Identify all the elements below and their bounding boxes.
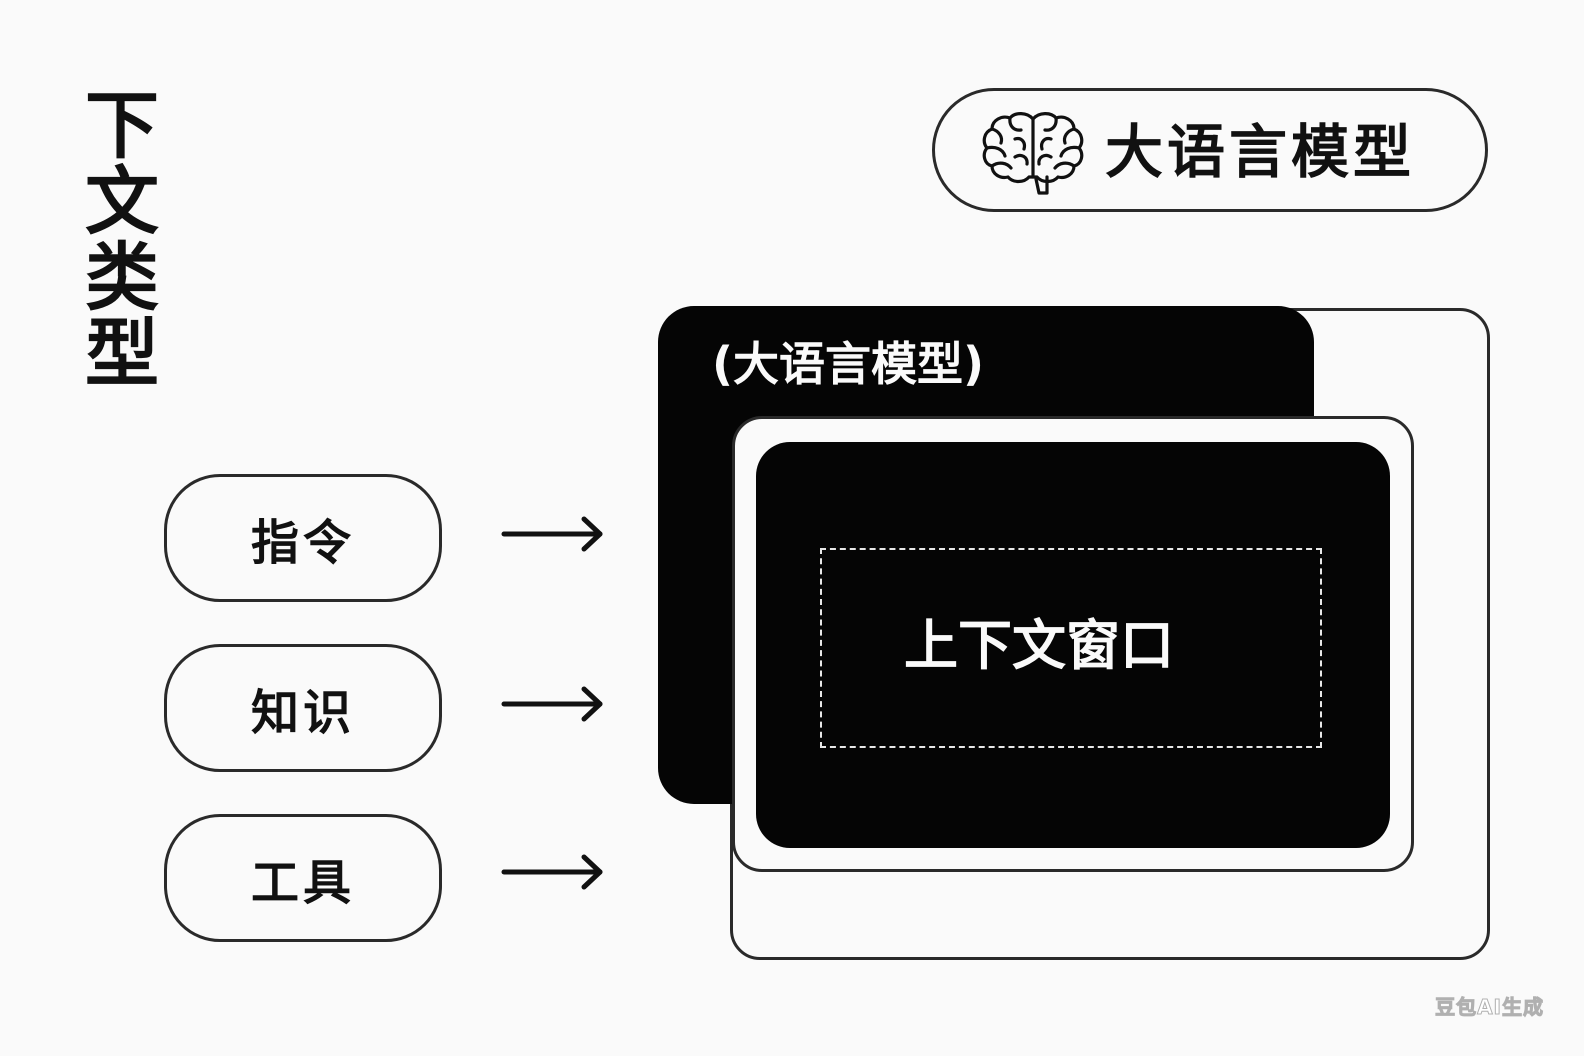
brain-icon <box>982 112 1084 195</box>
watermark: 豆包AI生成 <box>1435 995 1544 1020</box>
side-title: 下文类型 <box>85 83 159 397</box>
arrow-right-icon <box>501 516 603 552</box>
llm-badge: 大语言模型 <box>932 88 1488 212</box>
arrow-right-icon <box>501 854 603 890</box>
llm-label: 大语言模型 <box>1105 118 1416 186</box>
input-tools-label: 工具 <box>250 855 355 911</box>
context-window-dashed-box: 上下文窗口 <box>820 548 1322 748</box>
context-window-label: 上下文窗口 <box>904 614 1174 677</box>
context-window-panel: 上下文窗口 <box>756 442 1390 848</box>
input-knowledge: 知识 <box>164 644 442 772</box>
model-panel-label: (大语言模型) <box>712 337 985 391</box>
input-instruction-label: 指令 <box>250 515 355 571</box>
input-instruction: 指令 <box>164 474 442 602</box>
input-knowledge-label: 知识 <box>250 685 355 741</box>
input-tools: 工具 <box>164 814 442 942</box>
arrow-right-icon <box>501 686 603 722</box>
